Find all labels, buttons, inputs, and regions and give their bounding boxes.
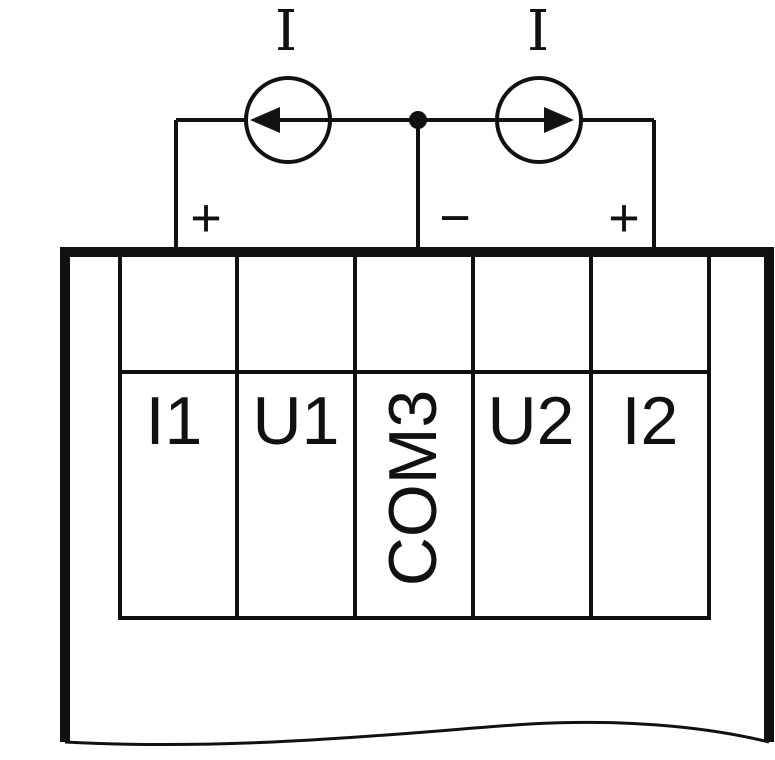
wiring	[174, 111, 656, 250]
junction-dot	[409, 111, 427, 129]
arrow-right-icon	[544, 107, 574, 133]
polarity-right: +	[608, 188, 640, 248]
terminal-label-com3: COM3	[375, 390, 451, 586]
terminal-label-i1: I1	[146, 383, 203, 459]
current-source-left: I	[244, 0, 332, 164]
source-symbol-left: I	[275, 0, 297, 64]
housing-outline	[60, 247, 774, 742]
housing-bottom-edge	[64, 720, 770, 747]
polarity-middle: −	[439, 188, 471, 248]
terminal-label-u2: U2	[488, 383, 575, 459]
device-housing	[60, 247, 774, 747]
source-symbol-right: I	[527, 0, 549, 64]
terminal-label-i2: I2	[622, 383, 679, 459]
arrow-left-icon	[250, 107, 280, 133]
current-source-right: I	[495, 0, 583, 164]
polarity-left: +	[190, 188, 222, 248]
terminal-label-u1: U1	[253, 383, 340, 459]
terminal-block: I1 U1 COM3 U2 I2	[118, 252, 711, 620]
